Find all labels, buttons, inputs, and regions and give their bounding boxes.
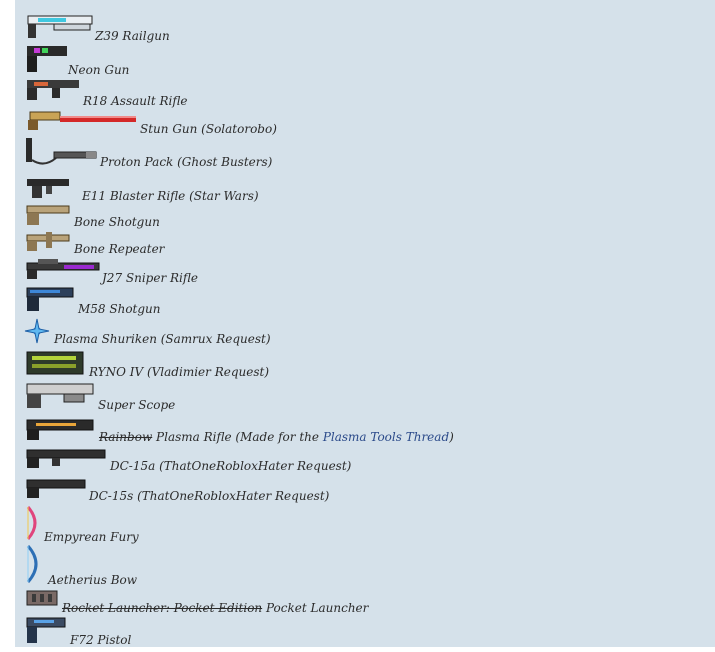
item-label: Super Scope: [98, 398, 176, 412]
shuriken-icon: [24, 318, 50, 344]
label-text: Pocket Launcher: [262, 601, 369, 615]
list-item: Super Scope: [24, 382, 704, 418]
item-label: Stun Gun (Solatorobo): [140, 122, 277, 136]
list-item: Bone Shotgun: [24, 204, 704, 240]
item-label: M58 Shotgun: [78, 302, 161, 316]
proton-pack-icon: [26, 138, 97, 165]
item-label: DC-15s (ThatOneRobloxHater Request): [89, 489, 330, 503]
item-label: Rainbow Plasma Rifle (Made for the Plasm…: [99, 430, 454, 444]
list-item: DC-15s (ThatOneRobloxHater Request): [24, 476, 704, 512]
ryno-launcher-icon: [26, 351, 84, 375]
bone-shotgun-icon: [26, 205, 70, 225]
list-item: Rocket Launcher: Pocket Edition Pocket L…: [24, 588, 704, 624]
plasma-tools-thread-link[interactable]: Plasma Tools Thread: [322, 430, 450, 444]
item-label: Bone Repeater: [74, 242, 165, 256]
item-label: F72 Pistol: [70, 633, 132, 647]
list-item: RYNO IV (Vladimier Request): [24, 348, 704, 384]
list-item: F72 Pistol: [24, 616, 704, 652]
list-item: Rainbow Plasma Rifle (Made for the Plasm…: [24, 414, 704, 450]
list-item: E11 Blaster Rifle (Star Wars): [24, 177, 704, 213]
item-label: Bone Shotgun: [74, 215, 160, 229]
item-label: DC-15a (ThatOneRobloxHater Request): [110, 459, 352, 473]
item-label: Proton Pack (Ghost Busters): [100, 155, 273, 169]
item-label: R18 Assault Rifle: [83, 94, 188, 108]
list-item: M58 Shotgun: [24, 286, 704, 322]
plasma-rifle-icon: [26, 419, 94, 440]
dc15s-icon: [26, 479, 86, 498]
label-text: Plasma Rifle (Made for the: [152, 430, 323, 444]
list-item: Plasma Shuriken (Samrux Request): [24, 318, 704, 354]
list-item: Bone Repeater: [24, 232, 704, 268]
super-scope-icon: [26, 383, 94, 408]
shotgun-icon: [26, 287, 74, 311]
railgun-icon: [27, 15, 93, 38]
item-label: RYNO IV (Vladimier Request): [89, 365, 269, 379]
assault-rifle-icon: [27, 80, 79, 100]
empyrean-bow-icon: [26, 506, 37, 540]
list-item: J27 Sniper Rifle: [24, 257, 704, 293]
label-text: ): [449, 430, 454, 444]
item-label: Plasma Shuriken (Samrux Request): [54, 332, 271, 346]
item-label: J27 Sniper Rifle: [102, 271, 198, 285]
stun-gun-icon: [28, 111, 136, 130]
strikethrough-text: Rocket Launcher: Pocket Edition: [62, 601, 263, 615]
item-label: Rocket Launcher: Pocket Edition Pocket L…: [62, 601, 368, 615]
aetherius-bow-icon: [26, 545, 38, 583]
list-item: Proton Pack (Ghost Busters): [24, 136, 704, 172]
list-item: Stun Gun (Solatorobo): [24, 108, 704, 144]
list-item: Empyrean Fury: [24, 506, 704, 544]
item-label: Z39 Railgun: [95, 29, 170, 43]
item-label: E11 Blaster Rifle (Star Wars): [82, 189, 259, 203]
blaster-rifle-icon: [27, 179, 69, 198]
neon-gun-icon: [27, 46, 67, 72]
list-item: R18 Assault Rifle: [24, 76, 704, 112]
pistol-icon: [26, 617, 66, 643]
list-item: Z39 Railgun: [24, 12, 704, 48]
item-label: Aetherius Bow: [48, 573, 138, 587]
dc15a-icon: [26, 449, 106, 468]
sniper-rifle-icon: [26, 259, 100, 279]
item-label: Neon Gun: [68, 63, 130, 77]
content-panel: [15, 0, 715, 647]
strikethrough-text: Rainbow: [99, 430, 153, 444]
list-item: Neon Gun: [24, 44, 704, 80]
item-label: Empyrean Fury: [44, 530, 139, 544]
rocket-launcher-icon: [26, 590, 58, 606]
bone-repeater-icon: [26, 232, 70, 251]
list-item: Aetherius Bow: [24, 545, 704, 587]
list-item: DC-15a (ThatOneRobloxHater Request): [24, 446, 704, 482]
